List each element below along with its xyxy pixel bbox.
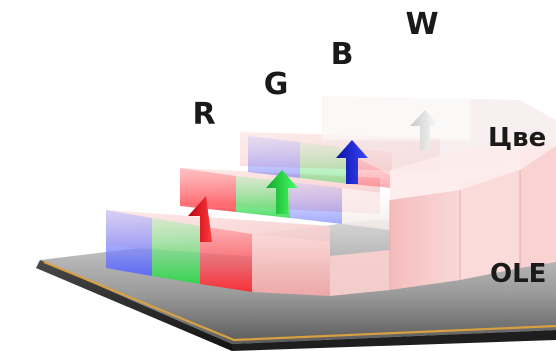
label-b: B — [331, 37, 354, 72]
color-filter-front-row — [106, 210, 330, 296]
label-color-filter: Цве — [488, 123, 546, 153]
label-g: G — [264, 67, 289, 102]
label-r: R — [192, 97, 215, 132]
label-w: W — [405, 7, 438, 42]
label-oled: OLE — [490, 259, 546, 289]
arrow-green-icon — [266, 170, 298, 214]
arrow-red-icon — [188, 196, 212, 242]
arrow-white-icon — [410, 110, 440, 150]
white-subpixel-cap — [322, 96, 470, 140]
arrow-blue-icon — [336, 140, 368, 184]
